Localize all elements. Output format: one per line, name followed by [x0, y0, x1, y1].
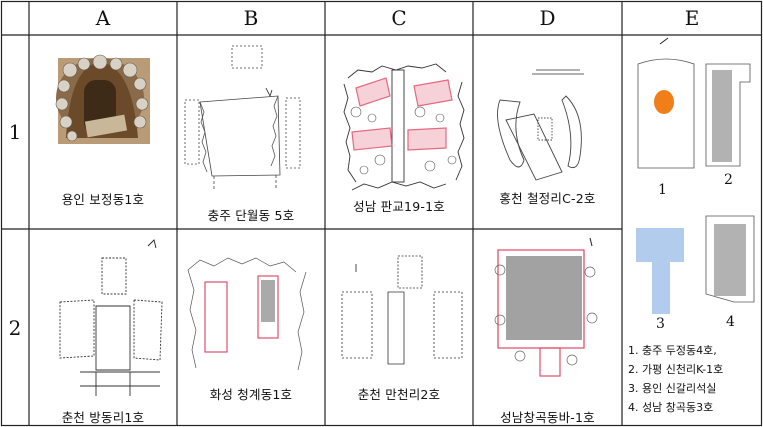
- drawing-b2: [187, 257, 307, 371]
- drawing-e4: [705, 215, 755, 303]
- column-header-a: A: [95, 6, 111, 30]
- e-legend-item: 4. 성남 창곡동3호: [628, 401, 714, 414]
- e-legend: 1. 충주 두정동4호, 2. 가평 신천리K-1호 3. 용인 신갈리석실 4…: [628, 341, 760, 417]
- column-header-d: D: [539, 6, 556, 30]
- drawing-b1: [184, 45, 301, 190]
- row-label-1: 1: [8, 120, 22, 144]
- column-header-e: E: [684, 6, 700, 30]
- e-figure-number-3: 3: [656, 316, 665, 332]
- e-legend-item: 2. 가평 신천리K-1호: [628, 363, 724, 376]
- caption-a2: 춘천 방동리1호: [61, 410, 145, 425]
- drawing-e1: [637, 37, 695, 169]
- drawing-c1: [343, 63, 465, 191]
- e-legend-item: 1. 충주 두정동4호,: [628, 344, 717, 357]
- e-figure-number-1: 1: [658, 182, 667, 198]
- caption-b2: 화성 청계동1호: [209, 387, 293, 402]
- drawing-d2: [494, 237, 598, 377]
- column-header-b: B: [243, 6, 259, 30]
- drawing-d1: [497, 69, 584, 181]
- row-label-2: 2: [8, 315, 22, 340]
- caption-a1: 용인 보정동1호: [61, 192, 145, 207]
- caption-d1: 홍천 철정리C-2호: [499, 191, 596, 206]
- caption-c2: 춘천 만천리2호: [357, 387, 441, 402]
- drawing-c2: [341, 255, 463, 365]
- e-legend-item: 3. 용인 신갈리석실: [628, 382, 717, 395]
- drawing-e3: [636, 228, 684, 314]
- e-figure-number-4: 4: [726, 314, 735, 330]
- drawing-e2: [705, 63, 751, 167]
- caption-c1: 성남 판교19-1호: [353, 199, 445, 214]
- column-header-c: C: [391, 6, 407, 30]
- e-figure-number-2: 2: [724, 172, 733, 188]
- drawing-a2: [59, 239, 163, 396]
- caption-b1: 충주 단월동 5호: [207, 208, 295, 223]
- photo-a1: [55, 54, 150, 144]
- caption-d2: 성남창곡동바-1호: [500, 410, 595, 425]
